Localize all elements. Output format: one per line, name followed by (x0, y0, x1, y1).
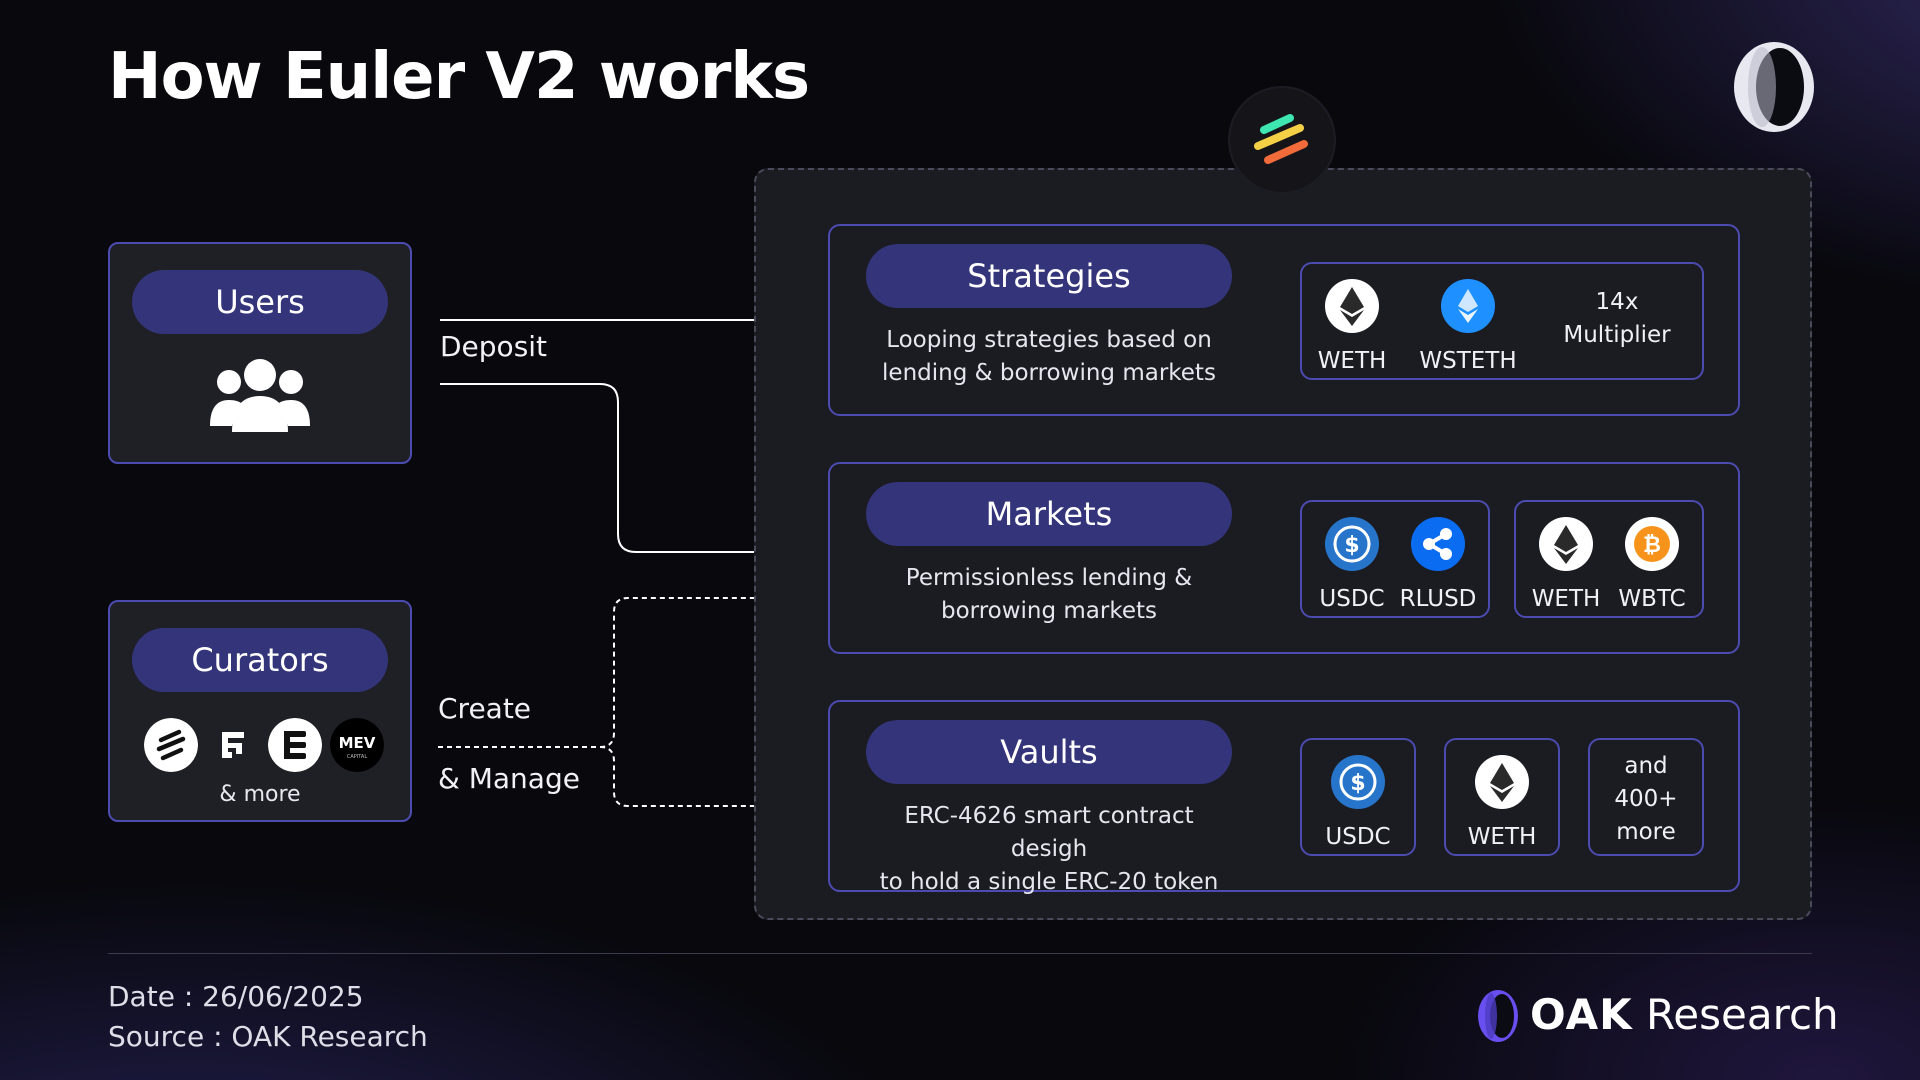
markets-pair-weth-wbtc: WETH ₿ WBTC (1514, 500, 1704, 618)
token-wbtc: ₿ WBTC (1602, 516, 1702, 612)
vaults-description: ERC-4626 smart contract desigh to hold a… (879, 803, 1219, 895)
token-weth: WETH (1452, 754, 1552, 850)
create-manage-arrows (438, 598, 796, 806)
markets-title: Markets (866, 482, 1232, 546)
strategies-multiplier: 14x Multiplier (1563, 289, 1671, 348)
vault-usdc-box: $ USDC (1300, 738, 1416, 856)
deposit-arrows (440, 320, 796, 552)
token-usdc: $ USDC (1308, 754, 1408, 850)
token-weth: WETH (1302, 278, 1402, 374)
token-rlusd: RLUSD (1388, 516, 1488, 612)
token-usdc: $ USDC (1302, 516, 1402, 612)
users-icon (210, 359, 310, 432)
curators-more: & more (219, 782, 301, 807)
curator-grid-icon (222, 732, 244, 758)
footer-date: Date : 26/06/2025 (108, 980, 364, 1013)
footer-divider (108, 953, 1812, 954)
svg-text:CAPITAL: CAPITAL (347, 754, 367, 760)
markets-description: Permissionless lending & borrowing marke… (905, 565, 1193, 624)
usdc-icon: $ (1325, 517, 1379, 571)
svg-text:₿: ₿ (1643, 533, 1661, 558)
users-box: Users (108, 242, 412, 464)
euler-logo-icon (1254, 114, 1308, 164)
manage-label: & Manage (438, 762, 580, 795)
curator-mev-icon: MEV CAPITAL (330, 718, 384, 772)
curators-label: Curators (132, 628, 388, 692)
strategies-description: Looping strategies based on lending & bo… (882, 327, 1216, 386)
strategies-title: Strategies (866, 244, 1232, 308)
token-weth: WETH (1516, 516, 1616, 612)
curator-euler-icon (144, 718, 198, 772)
svg-text:$: $ (1350, 771, 1365, 796)
rlusd-icon (1411, 517, 1465, 571)
vaults-more-note: and 400+ more (1614, 753, 1678, 845)
footer-source: Source : OAK Research (108, 1020, 428, 1053)
wsteth-icon (1441, 279, 1495, 333)
vaults-section: Vaults ERC-4626 smart contract desigh to… (828, 700, 1740, 895)
curator-e-icon (268, 718, 322, 772)
deposit-label: Deposit (440, 330, 548, 363)
strategies-section: Strategies Looping strategies based on l… (828, 224, 1740, 416)
oak-logo-icon (1478, 990, 1518, 1042)
usdc-icon: $ (1331, 755, 1385, 809)
vaults-title: Vaults (866, 720, 1232, 784)
curator-logos: MEV CAPITAL (144, 718, 384, 772)
curators-box: Curators (108, 600, 412, 822)
markets-section: Markets Permissionless lending & borrowi… (828, 462, 1740, 654)
vault-more-box: and 400+ more (1588, 738, 1704, 856)
wbtc-icon: ₿ (1625, 517, 1679, 571)
page-title: How Euler V2 works (108, 40, 810, 114)
create-label: Create (438, 692, 532, 725)
eth-icon (1325, 279, 1379, 333)
oak-research-brand: OAK Research (1530, 990, 1839, 1039)
eth-icon (1475, 755, 1529, 809)
strategies-token-box: WETH WSTETH 14x Multiplier (1300, 262, 1704, 380)
svg-text:MEV: MEV (339, 734, 376, 752)
vault-weth-box: WETH (1444, 738, 1560, 856)
users-label: Users (132, 270, 388, 334)
token-wsteth: WSTETH (1414, 278, 1522, 374)
euler-logo (1230, 88, 1334, 192)
svg-text:$: $ (1344, 533, 1359, 558)
markets-pair-usdc-rlusd: $ USDC RLUSD (1300, 500, 1490, 618)
oak-logo-icon (1734, 42, 1814, 132)
eth-icon (1539, 517, 1593, 571)
